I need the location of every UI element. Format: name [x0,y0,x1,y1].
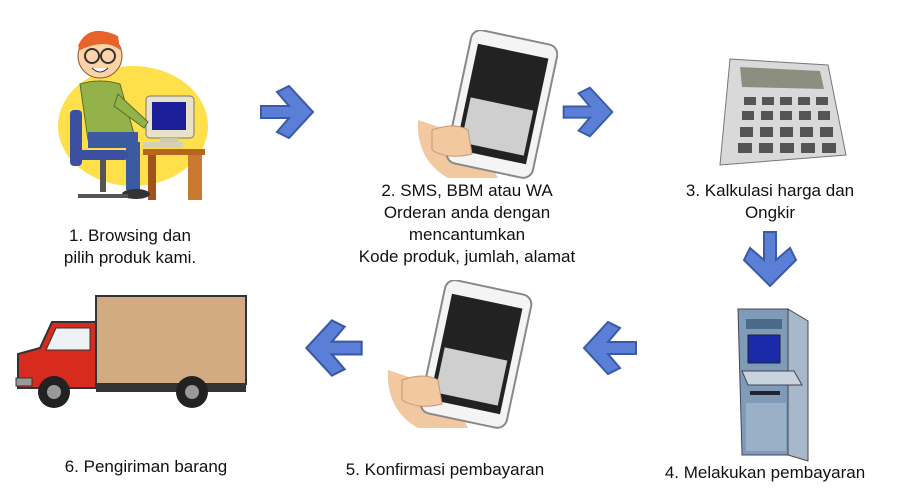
delivery-truck-icon [15,295,247,408]
smartphone-icon [417,30,558,179]
step-2-line-3: mencantumkan [408,225,526,244]
step-2-label: 2. SMS, BBM atau WA Orderan anda dengan … [336,180,598,268]
atm-icon [737,308,809,462]
step-3-line-1: 3. Kalkulasi harga dan [685,181,855,200]
arrow-left-icon [304,319,363,377]
step-4-label: 4. Melakukan pembayaran [640,462,890,484]
step-5-line-1: 5. Konfirmasi pembayaran [345,460,545,479]
step-5-label: 5. Konfirmasi pembayaran [320,459,570,481]
arrow-right-icon [562,86,614,138]
step-2-line-2: Orderan anda dengan [383,203,551,222]
arrow-down-icon [742,231,798,288]
arrow-right-icon [260,84,315,140]
arrow-left-icon [582,320,637,376]
step-3-line-2: Ongkir [744,203,796,222]
person-at-computer-icon [58,30,208,200]
step-1-label: 1. Browsing dan pilih produk kami. [20,225,240,269]
step-2-line-1: 2. SMS, BBM atau WA [381,181,553,200]
step-1-line-1: 1. Browsing dan [69,226,191,245]
step-4-line-1: 4. Melakukan pembayaran [664,463,866,482]
step-6-label: 6. Pengiriman barang [36,456,256,478]
step-3-label: 3. Kalkulasi harga dan Ongkir [660,180,880,224]
step-2-line-4: Kode produk, jumlah, alamat [358,247,576,266]
calculator-icon [719,58,847,166]
step-1-line-2: pilih produk kami. [63,248,197,267]
step-6-line-1: 6. Pengiriman barang [64,457,228,476]
smartphone-icon [387,280,533,429]
